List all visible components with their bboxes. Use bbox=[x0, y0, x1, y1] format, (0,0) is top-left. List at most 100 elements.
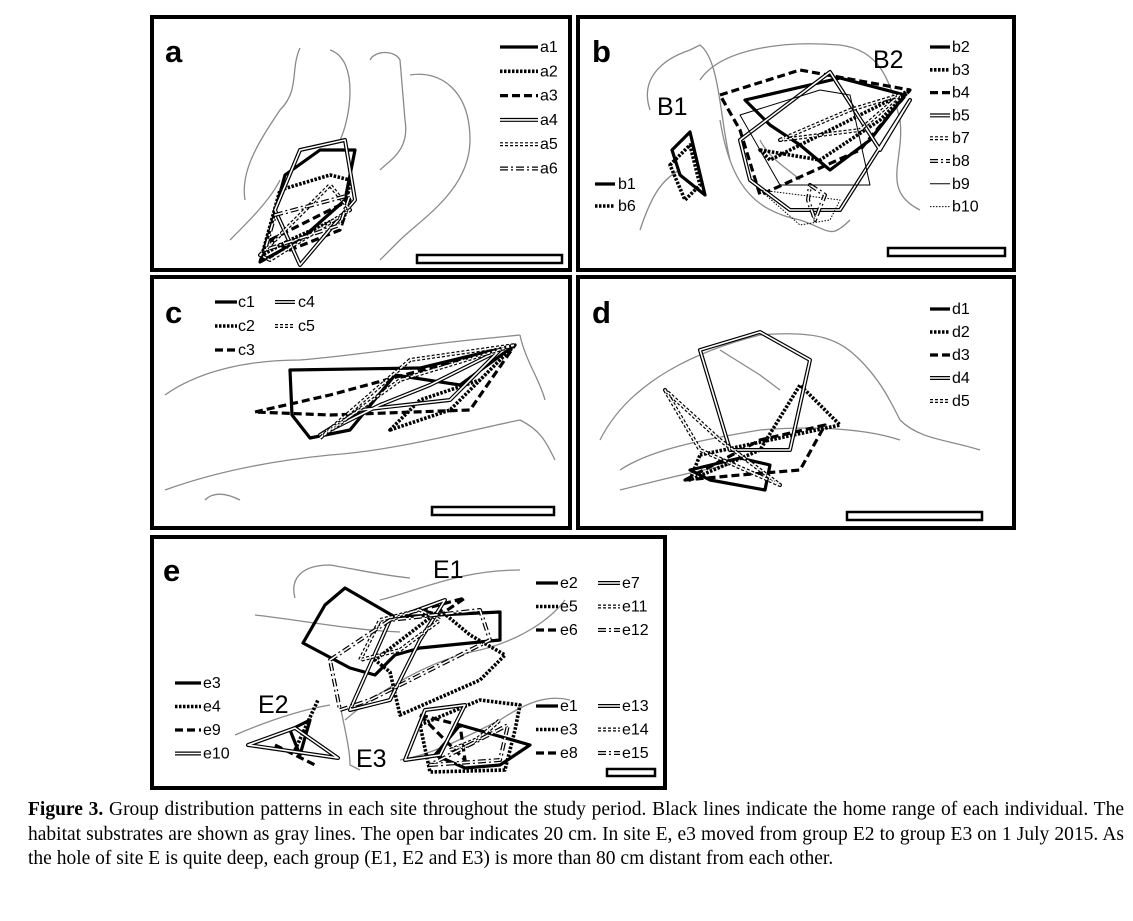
legend-label-e6: e6 bbox=[560, 622, 578, 639]
home-range-e3-E3 bbox=[418, 698, 522, 774]
legend-label-c5: c5 bbox=[298, 318, 315, 335]
group-label-e1: E1 bbox=[433, 556, 464, 584]
legends: a1a2a3a4a5a6b2b3b4b5b7b8b9b10b1b6c1c2c3c… bbox=[175, 39, 979, 763]
group-label-e3: E3 bbox=[356, 745, 387, 773]
legend-label-b4: b4 bbox=[952, 85, 970, 102]
home-range-b6 bbox=[668, 143, 702, 202]
legend-label-b7: b7 bbox=[952, 130, 970, 147]
home-range-b10 bbox=[759, 189, 841, 226]
legend-label-e14: e14 bbox=[622, 722, 649, 739]
panel-e-label: e bbox=[163, 553, 180, 588]
home-range-d4 bbox=[698, 330, 812, 452]
legend-label-b10: b10 bbox=[952, 199, 979, 216]
scale-bar-e bbox=[605, 767, 657, 778]
home-range-c2 bbox=[388, 343, 517, 432]
legend-label-e9: e9 bbox=[203, 722, 221, 739]
panel-b-frame bbox=[576, 15, 1016, 272]
legend-label-a4: a4 bbox=[540, 112, 558, 129]
home-range-e5 bbox=[373, 608, 507, 717]
group-label-e2: E2 bbox=[258, 691, 289, 719]
home-range-e1 bbox=[433, 723, 532, 770]
home-range-b1 bbox=[670, 130, 707, 197]
legend-label-e5: e5 bbox=[560, 599, 578, 616]
home-range-e13 bbox=[403, 703, 467, 762]
legend-label-b8: b8 bbox=[952, 153, 970, 170]
legend-label-d1: d1 bbox=[952, 301, 970, 318]
legend-label-e12: e12 bbox=[622, 622, 649, 639]
home-range-e15 bbox=[428, 723, 510, 767]
home-range-c4 bbox=[318, 348, 502, 437]
home-range-b9 bbox=[739, 89, 871, 186]
legend-label-e8: e8 bbox=[560, 745, 578, 762]
caption-label: Figure 3. bbox=[28, 799, 104, 820]
legend-label-e15: e15 bbox=[622, 745, 649, 762]
home-range-e12 bbox=[328, 608, 492, 712]
home-range-c3 bbox=[253, 343, 517, 417]
group-label-b2: B2 bbox=[873, 46, 904, 74]
home-range-a3 bbox=[268, 198, 352, 252]
panel-b-label: b bbox=[592, 34, 611, 69]
legend-label-e3: e3 bbox=[560, 722, 578, 739]
panel-d-frame bbox=[576, 275, 1016, 530]
scale-bar-c bbox=[430, 505, 556, 517]
scale-bar-d bbox=[845, 510, 984, 522]
legend-label-e7: e7 bbox=[622, 575, 640, 592]
panel-a-frame bbox=[150, 15, 572, 272]
home-ranges bbox=[246, 68, 912, 774]
panel-c-substrate bbox=[164, 334, 556, 501]
legend-label-b5: b5 bbox=[952, 107, 970, 124]
home-range-e2 bbox=[301, 586, 502, 677]
panel-c-frame bbox=[150, 275, 572, 530]
figure-3: a1a2a3a4a5a6b2b3b4b5b7b8b9b10b1b6c1c2c3c… bbox=[150, 15, 1016, 790]
home-range-c5 bbox=[318, 343, 517, 440]
home-range-b7 bbox=[778, 93, 902, 142]
panel-e-frame bbox=[150, 535, 667, 790]
panel-e-substrate bbox=[234, 564, 571, 771]
legend-label-a1: a1 bbox=[540, 39, 558, 56]
legend-label-d3: d3 bbox=[952, 347, 970, 364]
home-range-d5 bbox=[663, 388, 782, 487]
home-range-e3-E2 bbox=[288, 718, 312, 757]
home-range-b8 bbox=[806, 183, 827, 222]
legend-label-d5: d5 bbox=[952, 393, 970, 410]
legend-label-a5: a5 bbox=[540, 136, 558, 153]
home-range-b5 bbox=[738, 70, 912, 212]
legend-label-e1: e1 bbox=[560, 698, 578, 715]
home-range-e6 bbox=[418, 596, 467, 617]
home-range-e10 bbox=[246, 726, 340, 760]
caption-text: Group distribution patterns in each site… bbox=[28, 799, 1125, 869]
legend-label-c4: c4 bbox=[298, 294, 315, 311]
panel-d-label: d bbox=[592, 295, 611, 330]
panel-a-substrate bbox=[229, 47, 471, 261]
legend-label-e3: e3 bbox=[203, 675, 221, 692]
legend-label-c2: c2 bbox=[238, 318, 255, 335]
home-range-e4 bbox=[293, 699, 320, 751]
home-range-b3 bbox=[758, 88, 912, 162]
legend-label-a2: a2 bbox=[540, 63, 558, 80]
legend-label-a6: a6 bbox=[540, 161, 558, 178]
legend-label-e13: e13 bbox=[622, 698, 649, 715]
legend-label-e10: e10 bbox=[203, 746, 230, 763]
panel-a-label: a bbox=[165, 34, 183, 69]
legend-label-e11: e11 bbox=[622, 599, 648, 616]
home-range-a4 bbox=[273, 138, 357, 267]
legend-label-b9: b9 bbox=[952, 176, 970, 193]
legend-label-b1: b1 bbox=[618, 176, 636, 193]
legend-label-e2: e2 bbox=[560, 575, 578, 592]
panel-b-substrate bbox=[639, 43, 921, 233]
figure-caption: Figure 3. Group distribution patterns in… bbox=[28, 798, 1124, 872]
legend-label-d4: d4 bbox=[952, 370, 970, 387]
legend-label-b3: b3 bbox=[952, 62, 970, 79]
legend-label-a3: a3 bbox=[540, 88, 558, 105]
panel-d-substrate bbox=[599, 333, 981, 491]
home-range-e8 bbox=[418, 713, 467, 762]
panel-c-label: c bbox=[165, 295, 182, 330]
scale-bar-b bbox=[886, 246, 1007, 258]
scale-bar-a bbox=[415, 253, 564, 265]
group-label-b1: B1 bbox=[657, 93, 688, 121]
legend-label-c1: c1 bbox=[238, 294, 255, 311]
legend-label-e4: e4 bbox=[203, 699, 221, 716]
home-range-b4 bbox=[718, 68, 912, 197]
legend-label-b2: b2 bbox=[952, 39, 970, 56]
legend-label-b6: b6 bbox=[618, 198, 636, 215]
